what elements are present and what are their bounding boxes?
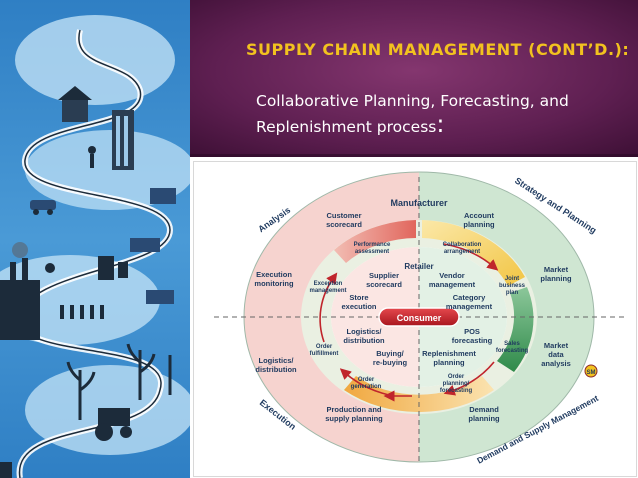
logistics-distribution-inner-label-1: Logistics/ [346, 327, 382, 336]
order-planning-label-3: forecasting [440, 388, 473, 394]
logistics-distribution-outer-label-1: Logistics/ [258, 356, 294, 365]
production-planning-label-1: Production and [327, 405, 382, 414]
flow-arrows [319, 243, 499, 402]
exception-management-label-2: management [309, 288, 346, 294]
consumer-badge [378, 307, 460, 327]
sm-badge-icon [584, 364, 598, 378]
market-data-analysis-label-3: analysis [541, 359, 571, 368]
market-planning-label-1: Market [544, 265, 569, 274]
sm-badge-label: SM [587, 370, 596, 376]
order-generation-label-1: Order [358, 377, 375, 383]
account-planning-label-2: planning [463, 220, 495, 229]
customer-scorecard-label-2: scorecard [326, 220, 362, 229]
vendor-management-label-2: management [429, 280, 476, 289]
market-data-analysis-label-2: data [548, 350, 564, 359]
joint-business-plan-label-2: business [499, 283, 526, 289]
sales-forecasting-label-1: Sales [504, 341, 520, 347]
market-data-analysis-label-1: Market [544, 341, 569, 350]
store-execution-label-2: execution [341, 302, 376, 311]
order-fulfillment-label-1: Order [316, 344, 333, 350]
logistics-distribution-outer-label-2: distribution [255, 365, 297, 374]
pos-forecasting-label-1: POS [464, 327, 480, 336]
subtitle-line-1: Collaborative Planning, Forecasting, and [256, 92, 569, 110]
order-fulfillment-label-2: fulfillment [310, 351, 339, 357]
account-planning-label-1: Account [464, 211, 495, 220]
category-management-label-2: management [446, 302, 493, 311]
category-management-label-1: Category [453, 293, 486, 302]
replenishment-planning-label-2: planning [433, 358, 465, 367]
order-generation-label-2: generation [351, 384, 382, 390]
logistics-distribution-inner-label-2: distribution [343, 336, 385, 345]
subtitle-colon: : [436, 110, 445, 138]
demand-planning-label-2: planning [468, 414, 500, 423]
joint-business-plan-label-3: plan [506, 290, 519, 296]
market-planning-label-2: planning [540, 274, 572, 283]
subtitle-line-2: Replenishment process [256, 118, 437, 136]
slide-subtitle: Collaborative Planning, Forecasting, and… [256, 88, 616, 140]
exception-management-label-1: Exception [314, 281, 343, 287]
performance-assessment-label-2: assessment [355, 249, 389, 255]
slide-title: SUPPLY CHAIN MANAGEMENT (CONT’D.): [246, 40, 630, 59]
execution-monitoring-label-1: Execution [256, 270, 292, 279]
performance-assessment-label-1: Performance [354, 242, 391, 248]
order-planning-label-1: Order [448, 374, 465, 380]
manufacturer-label: Manufacturer [390, 198, 448, 208]
demand-planning-label-1: Demand [469, 405, 499, 414]
collaboration-arrangement-label-1: Collaboration [443, 242, 482, 248]
joint-business-plan-label-1: Joint [505, 276, 519, 282]
consumer-label: Consumer [397, 313, 442, 323]
customer-scorecard-label-1: Customer [326, 211, 361, 220]
replenishment-planning-label-1: Replenishment [422, 349, 476, 358]
collaboration-arrangement-label-2: arrangement [444, 249, 480, 255]
slide-header: SUPPLY CHAIN MANAGEMENT (CONT’D.): Colla… [190, 0, 638, 157]
vendor-management-label-1: Vendor [439, 271, 465, 280]
buying-label-1: Buying/ [376, 349, 404, 358]
buying-label-2: re-buying [373, 358, 408, 367]
supplier-scorecard-label-1: Supplier [369, 271, 399, 280]
sales-forecasting-label-2: forecasting [496, 348, 529, 354]
store-execution-label-1: Store [349, 293, 368, 302]
production-planning-label-2: supply planning [325, 414, 383, 423]
retailer-label: Retailer [404, 262, 433, 271]
supply-chain-illustration [0, 0, 190, 478]
pos-forecasting-label-2: forecasting [452, 336, 493, 345]
execution-monitoring-label-2: monitoring [254, 279, 294, 288]
cpfr-diagram: Consumer Manufacturer Retailer Analysis … [193, 161, 637, 477]
order-planning-label-2: planning/ [443, 381, 470, 387]
supplier-scorecard-label-2: scorecard [366, 280, 402, 289]
